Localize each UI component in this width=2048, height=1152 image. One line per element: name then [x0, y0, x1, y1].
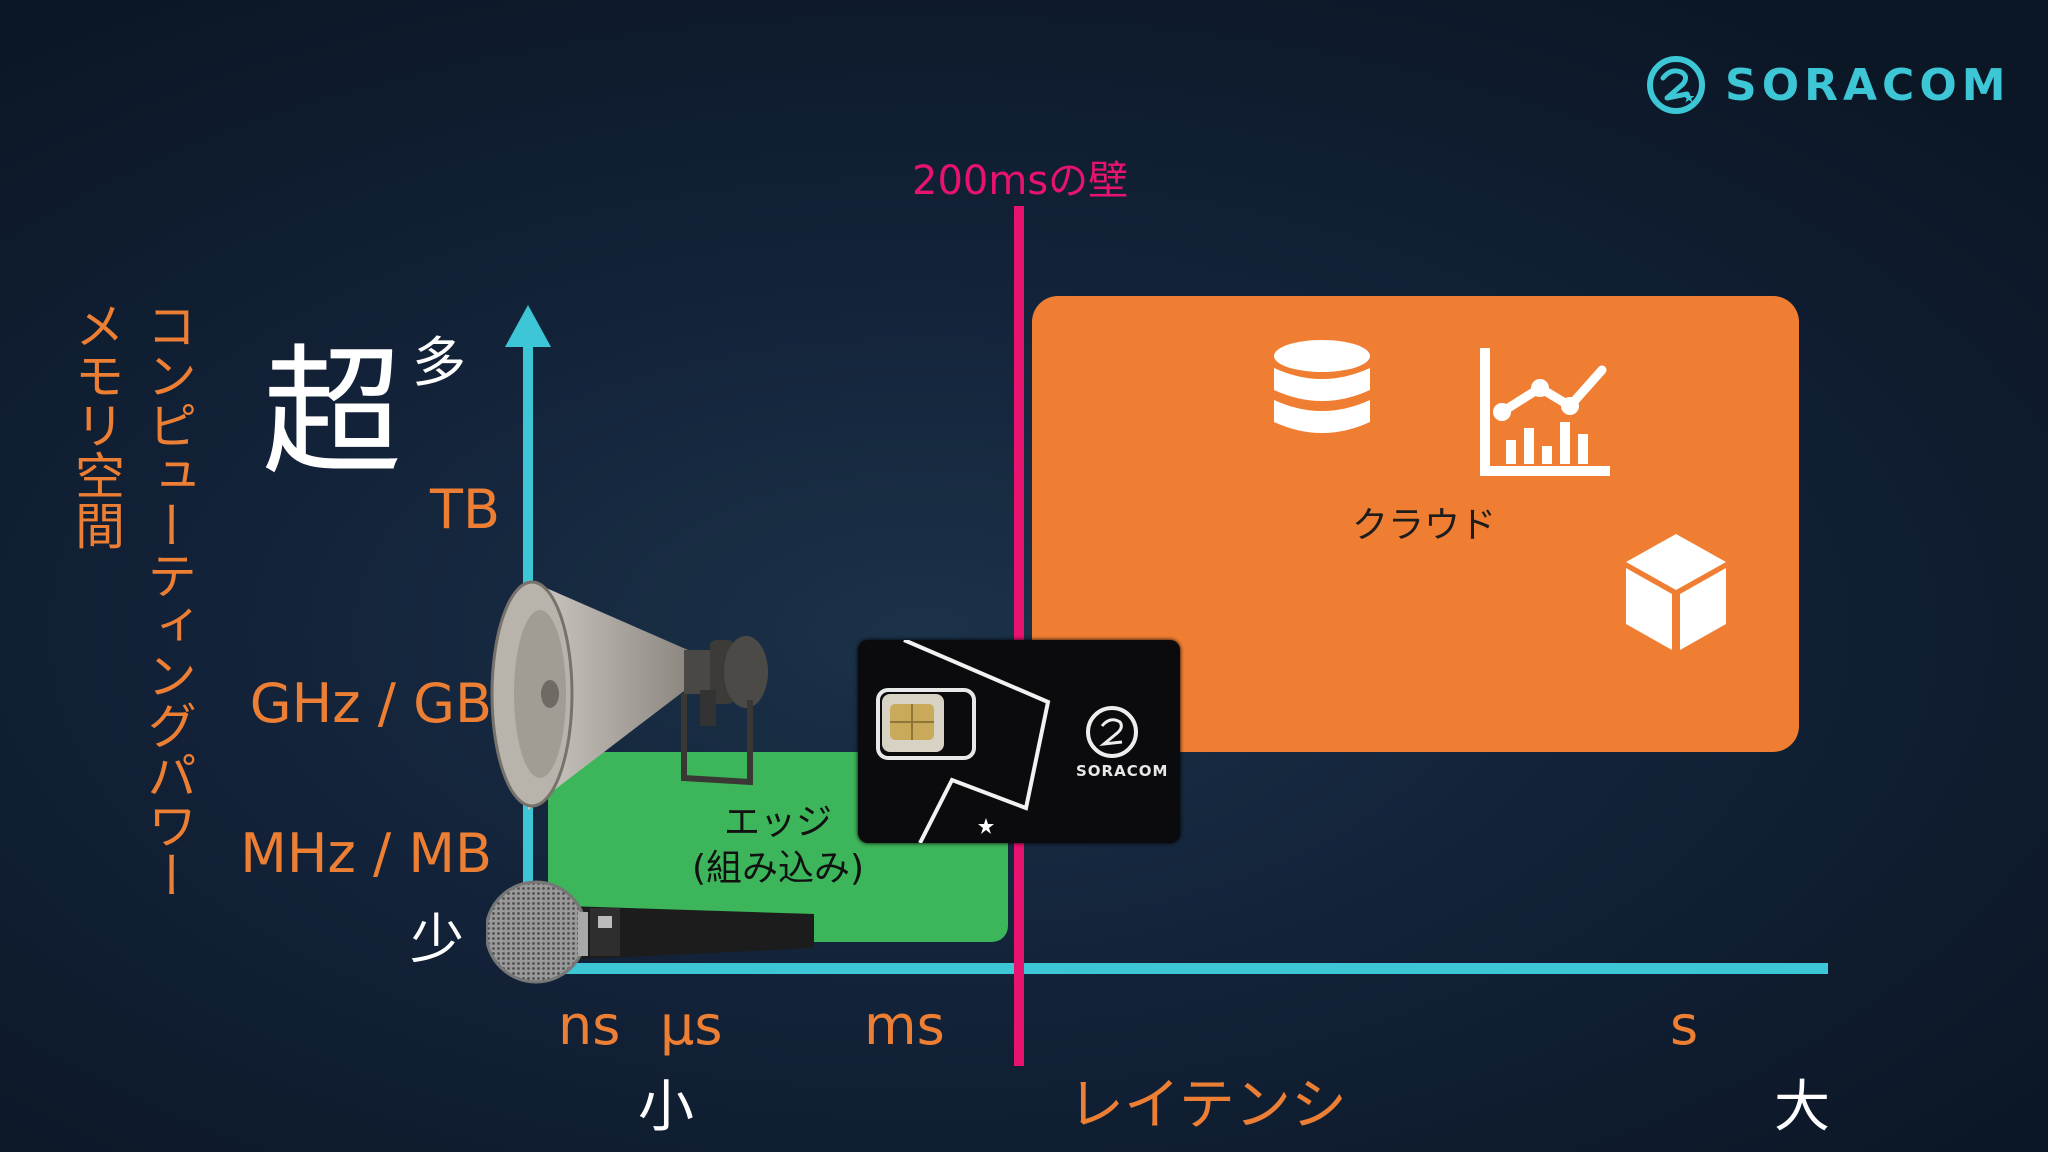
microphone-image: [486, 880, 814, 984]
sim-card-image: SORACOM: [858, 640, 1180, 843]
x-label-small: 小: [638, 1075, 694, 1140]
y-axis-title-line2: メモリ空間: [67, 300, 125, 550]
label-super: 超: [262, 332, 403, 495]
cube-icon: [1626, 534, 1726, 650]
edge-label: エッジ (組み込み): [548, 800, 1008, 892]
y-axis-arrowhead: [505, 305, 551, 347]
soracom-logo-icon: [1647, 56, 1705, 114]
megaphone-image: [490, 580, 768, 810]
y-tick-ghz-gb: GHz / GB: [249, 672, 492, 735]
sim-card-graphic: [876, 640, 1138, 843]
y-axis-title: コンピューティングパワー メモリ空間: [60, 300, 204, 900]
sim-card-brand: SORACOM: [1076, 762, 1169, 780]
soracom-logo: SORACOM: [1645, 54, 2011, 116]
wall-label: 200msの壁: [912, 158, 1129, 204]
x-tick-ns: ns: [558, 994, 621, 1057]
database-icon: [1274, 340, 1370, 433]
label-few: 少: [410, 908, 464, 971]
y-tick-tb: TB: [429, 478, 500, 541]
x-axis-title: レイテンシ: [1068, 1073, 1347, 1138]
x-label-large: 大: [1774, 1075, 1830, 1140]
analytics-chart-icon: [1480, 348, 1610, 476]
label-many: 多: [412, 331, 466, 394]
edge-label-line1: エッジ: [723, 802, 832, 843]
cloud-label: クラウド: [1352, 505, 1497, 546]
x-axis-line: [540, 963, 1828, 974]
x-tick-us: µs: [660, 994, 723, 1057]
wall-line: [1014, 206, 1024, 1066]
y-axis-title-line1: コンピューティングパワー: [139, 300, 197, 900]
x-tick-s: s: [1670, 994, 1699, 1057]
y-tick-mhz-mb: MHz / MB: [240, 822, 492, 885]
soracom-logo-text: SORACOM: [1725, 59, 2011, 111]
x-tick-ms: ms: [864, 994, 945, 1057]
edge-label-line2: (組み込み): [691, 848, 865, 889]
